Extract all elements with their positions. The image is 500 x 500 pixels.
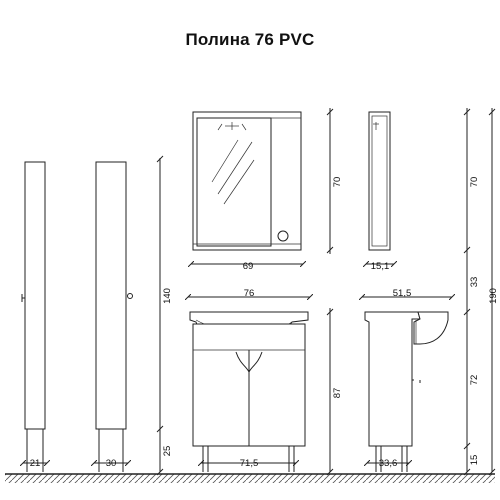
dim-vanity-side-base-depth: 33,6 [367,458,409,469]
dim-label-30: 30 [106,458,117,469]
dim-mirror-width: 69 [191,261,303,272]
dim-pencil-narrow-width: 21 [23,458,47,469]
mirror-cabinet-front-view [192,111,302,251]
dim-label-70: 70 [332,177,343,188]
pencil-cabinet-side-view [21,161,46,472]
dim-label-33: 33 [469,277,480,288]
dim-label-25: 25 [162,446,173,457]
dim-mirror-side-depth: 15,1 [366,261,394,272]
vanity-front-view [189,311,309,472]
page-title: Полина 76 PVC [185,30,315,49]
dim-label-87: 87 [332,388,343,399]
dim-vanity-body-height: 87 [326,308,343,476]
dim-label-51-5: 51,5 [393,288,412,299]
dim-label-72: 72 [469,375,480,386]
mirror-cabinet-side-view [368,111,391,251]
dim-label-76: 76 [244,288,255,299]
dim-label-70-side: 70 [469,177,480,188]
dim-label-21: 21 [30,458,41,469]
dim-mirror-height: 70 [326,108,343,254]
dim-label-190: 190 [488,288,499,304]
dim-label-140: 140 [162,288,173,304]
dim-label-69: 69 [243,261,254,272]
dim-pencil-height: 140 25 [156,155,173,476]
dim-label-71-5: 71,5 [240,458,259,469]
dim-right-chain: 33 72 15 [463,254,480,476]
floor [5,473,495,483]
dim-pencil-wide-width: 30 [94,458,128,469]
vanity-side-view [364,311,449,472]
dim-vanity-leg-span: 71,5 [201,458,296,469]
dim-vanity-depth: 51,5 [362,288,452,299]
dim-vanity-top-width: 76 [188,288,310,299]
dim-total-height: 190 [488,108,499,476]
dim-label-15: 15 [469,455,480,466]
dim-label-33-6: 33,6 [379,458,398,469]
dim-mirror-side-height: 70 [463,108,480,254]
pencil-cabinet-front-view [95,161,133,472]
dim-label-15-1: 15,1 [371,261,390,272]
